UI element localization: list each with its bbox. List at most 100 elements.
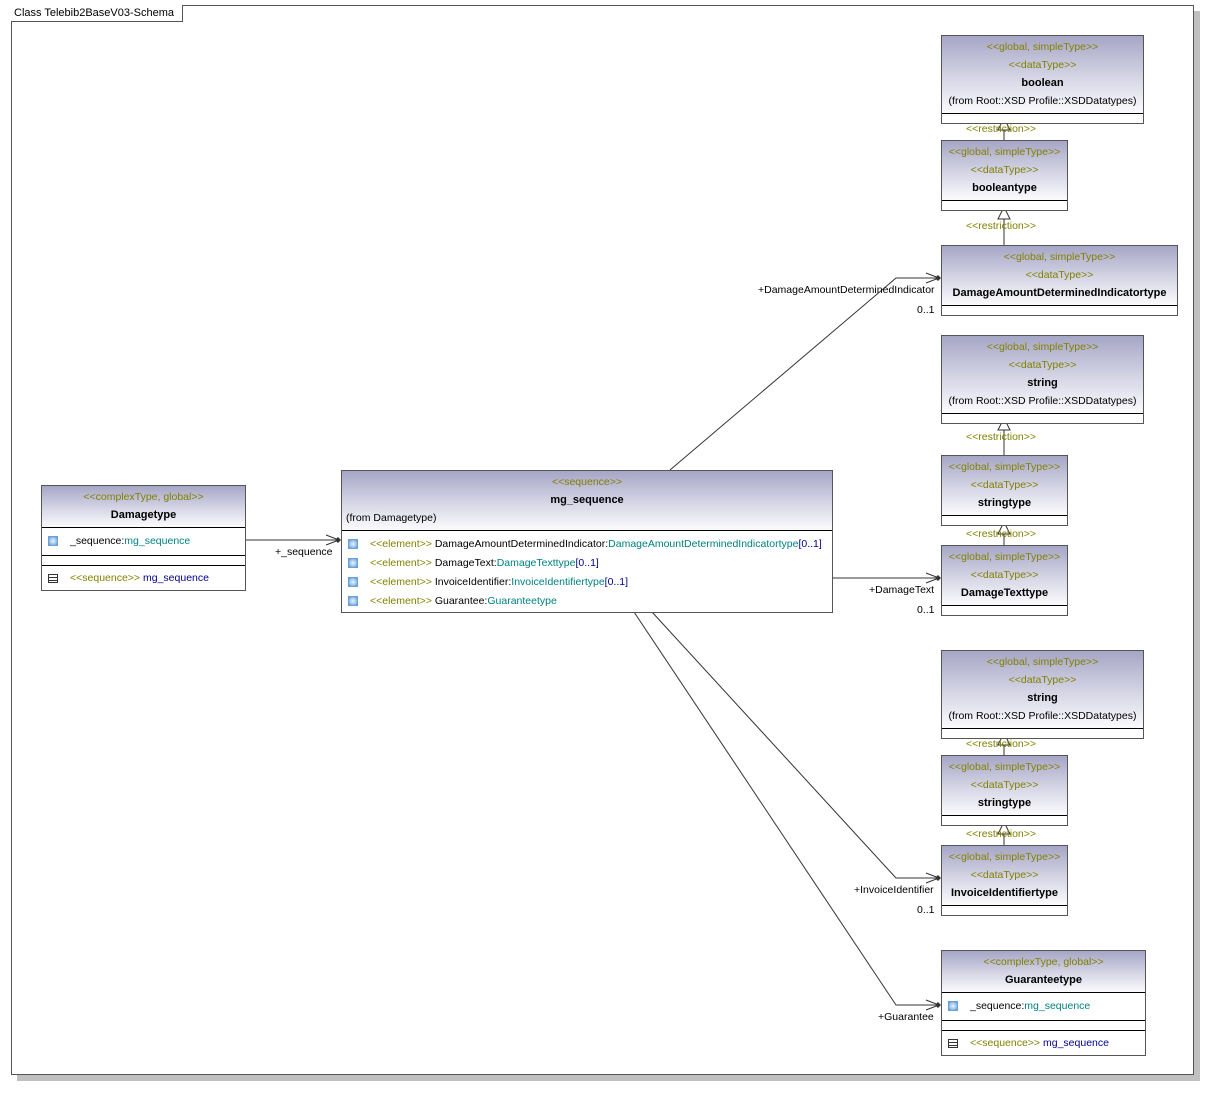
- element-name: DamageAmountDeterminedIndicator:: [434, 538, 609, 550]
- attribute-compartment: [942, 729, 1143, 738]
- attribute-row[interactable]: _sequence:mg_sequence: [942, 997, 1145, 1016]
- stereotype: <<global, simpleType>>: [948, 551, 1061, 563]
- stereotype: <<dataType>>: [970, 479, 1039, 491]
- operation-row[interactable]: <<sequence>> mg_sequence: [942, 1034, 1145, 1053]
- class-string[interactable]: <<global, simpleType>> <<dataType>> stri…: [941, 335, 1144, 424]
- class-damage-texttype[interactable]: <<global, simpleType>> <<dataType>> Dama…: [941, 545, 1068, 616]
- element-keyword: <<element>>: [370, 538, 435, 550]
- class-name: stringtype: [977, 497, 1032, 509]
- attribute-name: _sequence:: [970, 1000, 1025, 1012]
- element-keyword: <<element>>: [370, 595, 435, 607]
- class-header: <<global, simpleType>> <<dataType>> Dama…: [942, 246, 1177, 306]
- class-damage-amount-determined-indicatortype[interactable]: <<global, simpleType>> <<dataType>> Dama…: [941, 245, 1178, 316]
- class-booleantype[interactable]: <<global, simpleType>> <<dataType>> bool…: [941, 140, 1068, 211]
- class-name: Damagetype: [110, 509, 177, 521]
- operation-keyword: <<sequence>>: [70, 572, 141, 584]
- attribute-row[interactable]: _sequence:mg_sequence: [42, 532, 245, 551]
- class-mg-sequence[interactable]: <<sequence>> mg_sequence (from Damagetyp…: [341, 470, 833, 613]
- multiplicity-damage-amount: 0..1: [917, 304, 935, 316]
- attribute-compartment: _sequence:mg_sequence: [42, 528, 245, 556]
- class-invoice-identifiertype[interactable]: <<global, simpleType>> <<dataType>> Invo…: [941, 845, 1068, 916]
- element-row[interactable]: <<element>> DamageAmountDeterminedIndica…: [342, 535, 832, 554]
- class-header: <<complexType, global>> Guaranteetype: [942, 951, 1145, 993]
- class-name: mg_sequence: [550, 494, 624, 506]
- class-string[interactable]: <<global, simpleType>> <<dataType>> stri…: [941, 650, 1144, 739]
- restriction-damagetext-stringtype1[interactable]: [997, 520, 1011, 546]
- empty-compartment: [42, 556, 245, 566]
- association-damage-text[interactable]: [832, 572, 941, 584]
- attribute-type: mg_sequence: [124, 535, 191, 547]
- attribute-compartment: [942, 816, 1067, 825]
- class-name: string: [1027, 377, 1058, 389]
- attribute-type: mg_sequence: [1024, 1000, 1091, 1012]
- attribute-compartment: [942, 516, 1067, 525]
- class-name: boolean: [1021, 77, 1064, 89]
- stereotype: <<sequence>>: [551, 476, 623, 488]
- stereotype: <<dataType>>: [970, 779, 1039, 791]
- attribute-name: _sequence:: [70, 535, 125, 547]
- class-damagetype[interactable]: <<complexType, global>> Damagetype _sequ…: [41, 485, 246, 591]
- stereotype: <<global, simpleType>>: [986, 41, 1099, 53]
- sequence-icon: [48, 573, 58, 583]
- attribute-compartment: [942, 201, 1067, 210]
- element-name: Guarantee:: [434, 595, 488, 607]
- stereotype: <<complexType, global>>: [983, 956, 1104, 968]
- element-name: InvoiceIdentifier:: [434, 576, 512, 588]
- class-header: <<global, simpleType>> <<dataType>> stri…: [942, 756, 1067, 816]
- restriction-damageamount-booleantype[interactable]: [997, 205, 1011, 245]
- operation-keyword: <<sequence>>: [970, 1037, 1041, 1049]
- stereotype: <<global, simpleType>>: [986, 341, 1099, 353]
- stereotype: <<dataType>>: [970, 869, 1039, 881]
- class-stringtype[interactable]: <<global, simpleType>> <<dataType>> stri…: [941, 755, 1068, 826]
- element-multiplicity: [0..1]: [575, 557, 599, 569]
- association-damage-amount[interactable]: [669, 272, 941, 471]
- attribute-icon: [48, 536, 58, 547]
- empty-compartment: [942, 1021, 1145, 1031]
- element-icon: [348, 577, 358, 588]
- class-name: stringtype: [977, 797, 1032, 809]
- association-invoice[interactable]: [651, 611, 941, 884]
- stereotype: <<dataType>>: [970, 569, 1039, 581]
- element-keyword: <<element>>: [370, 557, 435, 569]
- class-boolean[interactable]: <<global, simpleType>> <<dataType>> bool…: [941, 35, 1144, 124]
- class-name: DamageTexttype: [960, 587, 1049, 599]
- attribute-compartment: _sequence:mg_sequence: [942, 993, 1145, 1021]
- class-header: <<global, simpleType>> <<dataType>> bool…: [942, 141, 1067, 201]
- element-keyword: <<element>>: [370, 576, 435, 588]
- class-header: <<sequence>> mg_sequence (from Damagetyp…: [342, 471, 832, 531]
- class-origin: (from Root::XSD Profile::XSDDatatypes): [948, 95, 1137, 107]
- class-header: <<global, simpleType>> <<dataType>> stri…: [942, 456, 1067, 516]
- element-row[interactable]: <<element>> DamageText:DamageTexttype[0.…: [342, 554, 832, 573]
- stereotype: <<global, simpleType>>: [986, 656, 1099, 668]
- role-label-sequence: +_sequence: [275, 546, 333, 558]
- restriction-label: <<restriction>>: [966, 528, 1037, 540]
- element-type: DamageAmountDeterminedIndicatortype: [608, 538, 799, 550]
- class-header: <<complexType, global>> Damagetype: [42, 486, 245, 528]
- association-guarantee[interactable]: [633, 611, 941, 1011]
- operation-row[interactable]: <<sequence>> mg_sequence: [42, 569, 245, 588]
- attribute-compartment: [942, 414, 1143, 423]
- diagram-frame-title: Class Telebib2BaseV03-Schema: [11, 5, 183, 22]
- stereotype: <<complexType, global>>: [83, 491, 204, 503]
- multiplicity-damage-text: 0..1: [917, 604, 935, 616]
- element-name: DamageText:: [434, 557, 497, 569]
- attribute-compartment: [942, 114, 1143, 123]
- stereotype: <<global, simpleType>>: [948, 761, 1061, 773]
- element-icon: [348, 539, 358, 550]
- operation-name: mg_sequence: [140, 572, 209, 584]
- class-guaranteetype[interactable]: <<complexType, global>> Guaranteetype _s…: [941, 950, 1146, 1056]
- restriction-invoice-stringtype2[interactable]: [997, 820, 1011, 846]
- element-type: DamageTexttype: [496, 557, 576, 569]
- element-row[interactable]: <<element>> Guarantee:Guaranteetype: [342, 592, 832, 611]
- association-sequence[interactable]: [245, 534, 341, 546]
- class-name: DamageAmountDeterminedIndicatortype: [952, 287, 1167, 299]
- sequence-icon: [948, 1038, 958, 1048]
- attribute-compartment: [942, 606, 1067, 615]
- element-type: Guaranteetype: [487, 595, 557, 607]
- restriction-stringtype1-string1[interactable]: [997, 416, 1011, 456]
- element-compartment: <<element>> DamageAmountDeterminedIndica…: [342, 531, 832, 612]
- element-row[interactable]: <<element>> InvoiceIdentifier:InvoiceIde…: [342, 573, 832, 592]
- attribute-compartment: [942, 306, 1177, 315]
- class-stringtype[interactable]: <<global, simpleType>> <<dataType>> stri…: [941, 455, 1068, 526]
